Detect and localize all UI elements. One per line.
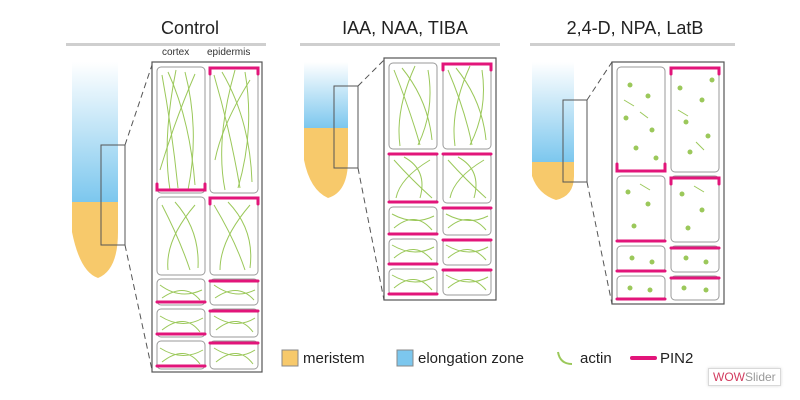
title-divider-control	[66, 43, 266, 46]
control-cell-grid	[151, 61, 263, 373]
wowslider-watermark[interactable]: WOWSlider	[708, 368, 781, 386]
meristem-swatch	[281, 349, 299, 367]
watermark-part2: Slider	[745, 370, 776, 384]
watermark-part1: WOW	[713, 370, 745, 384]
elongation-swatch	[396, 349, 414, 367]
legend-label-meristem: meristem	[303, 350, 365, 367]
column-label-cortex: cortex	[162, 47, 190, 58]
title-divider-inhibitors	[530, 43, 735, 46]
panel-title-control: Control	[160, 18, 220, 38]
panel-title-auxins: IAA, NAA, TIBA	[342, 18, 468, 38]
legend-label-actin: actin	[580, 350, 612, 367]
auxin-cell-grid	[383, 57, 497, 301]
legend-label-pin2: PIN2	[660, 350, 694, 367]
actin-curve-icon	[557, 351, 573, 365]
inhibitor-root	[532, 61, 613, 305]
panel-title-inhibitors: 2,4-D, NPA, LatB	[566, 18, 704, 38]
column-label-epidermis: epidermis	[207, 47, 251, 58]
control-root	[72, 62, 153, 371]
legend-label-elongation: elongation zone	[418, 350, 524, 367]
inhibitor-cell-grid	[611, 61, 725, 305]
title-divider-auxins	[300, 43, 500, 46]
auxin-root	[304, 59, 385, 301]
